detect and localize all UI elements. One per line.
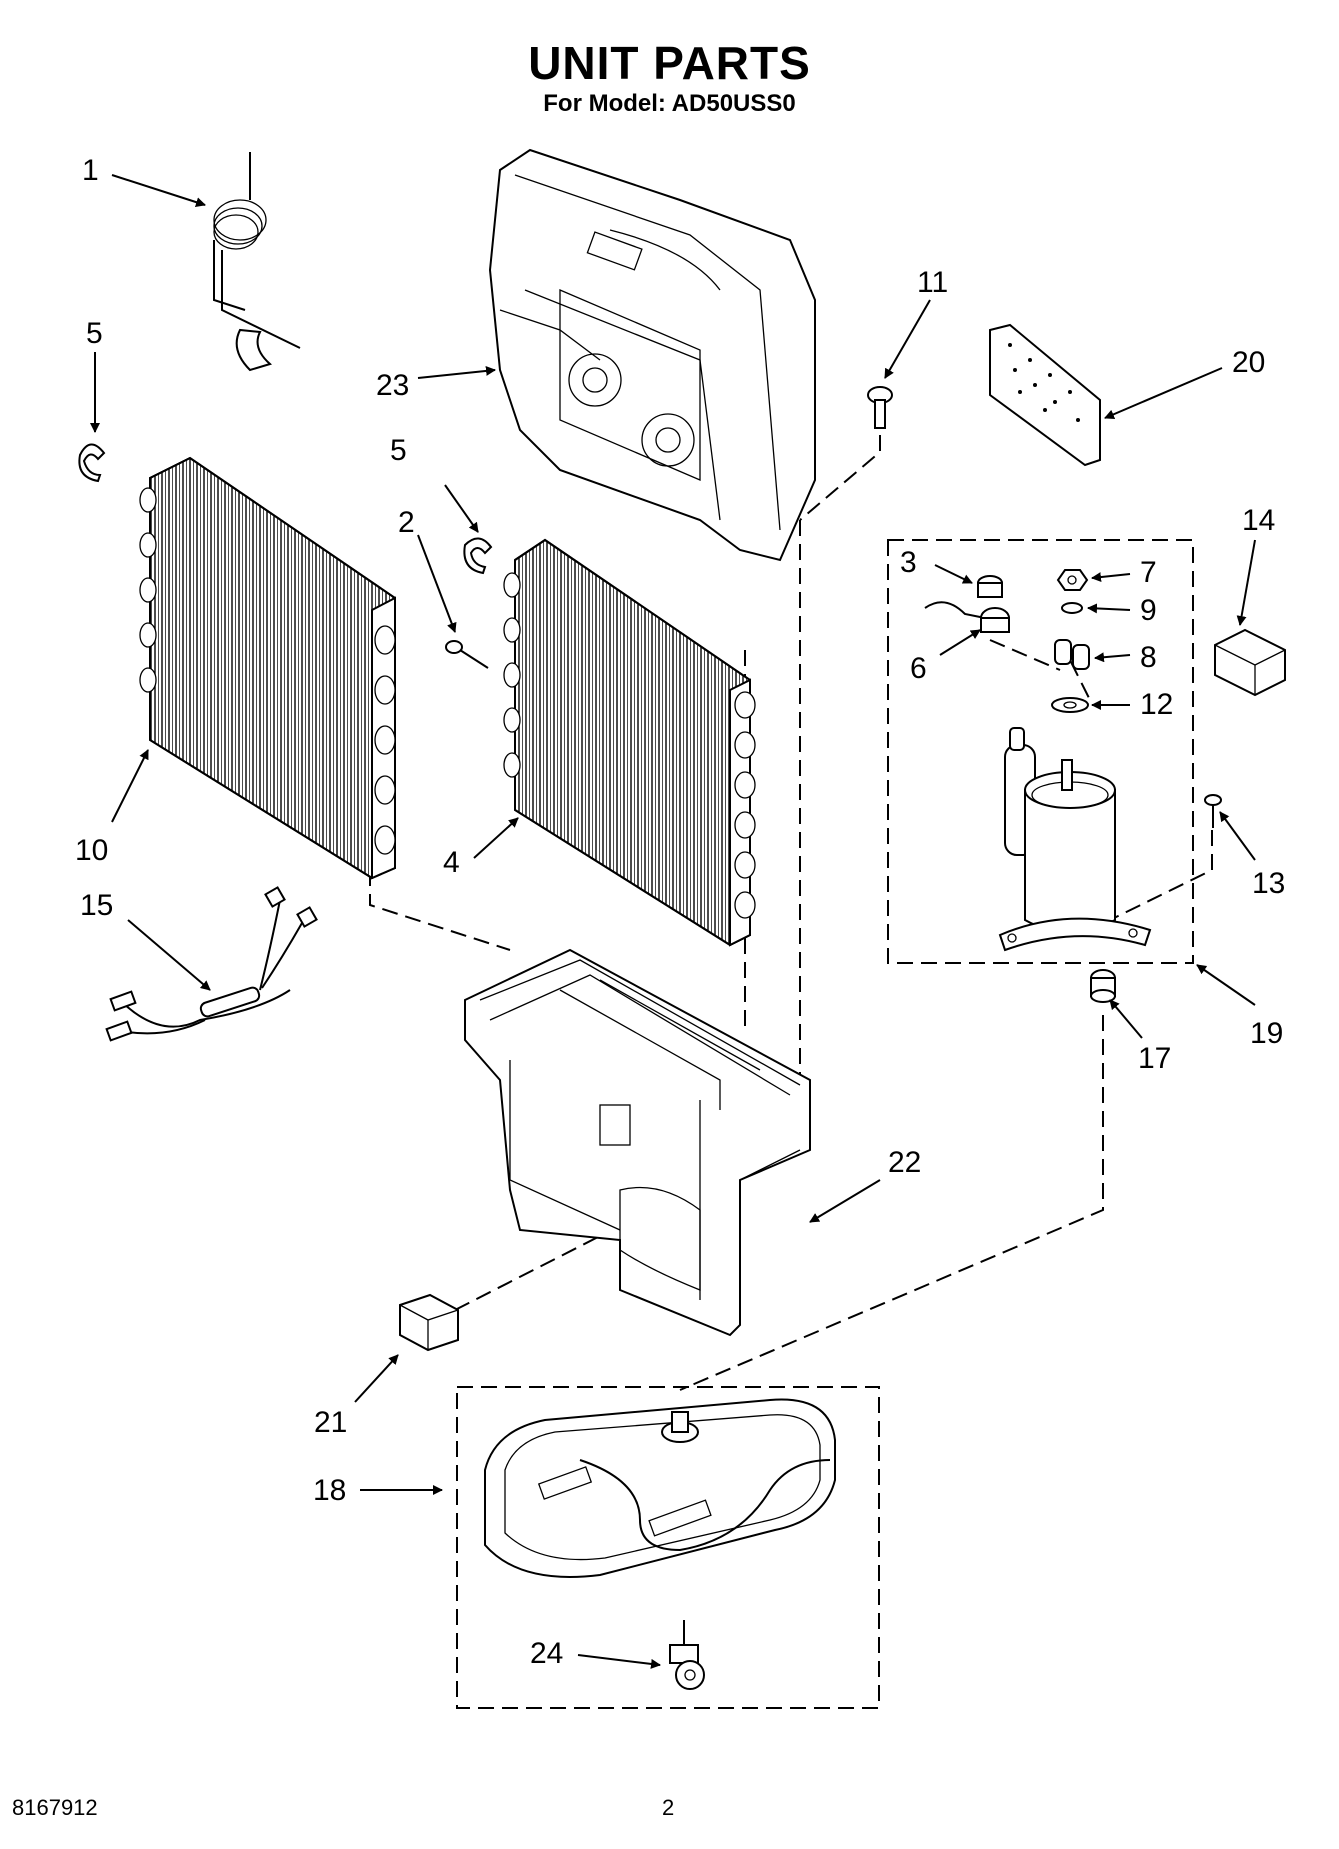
part-20-control-board xyxy=(989,323,1101,467)
callout-15: 15 xyxy=(80,889,113,922)
page-title: UNIT PARTS xyxy=(528,37,811,89)
part-5-hose-clip-left xyxy=(78,443,106,483)
part-22-base-chassis xyxy=(464,948,811,1337)
part-2-screw xyxy=(445,640,489,669)
part-17-grommet xyxy=(1090,969,1116,1003)
part-6-overload-protector xyxy=(924,601,1010,633)
part-12-washer xyxy=(1051,697,1089,713)
callout-labels: 1 2 3 4 5 5 6 7 8 9 10 11 12 13 14 15 17… xyxy=(75,154,1285,1670)
part-24-caster xyxy=(669,1620,705,1690)
document-number: 8167912 xyxy=(12,1795,98,1820)
part-4-evaporator-coil xyxy=(503,538,756,947)
callout-22: 22 xyxy=(888,1146,921,1179)
callout-19: 19 xyxy=(1250,1017,1283,1050)
callout-18: 18 xyxy=(313,1474,346,1507)
part-23-fan-housing xyxy=(488,148,816,562)
part-7-nut xyxy=(1056,569,1089,591)
part-19-compressor xyxy=(998,727,1152,952)
callout-8: 8 xyxy=(1140,641,1157,674)
callout-5-left: 5 xyxy=(86,317,103,350)
part-1-capillary-tube xyxy=(213,152,301,372)
part-5-hose-clip-center xyxy=(463,537,493,575)
callout-24: 24 xyxy=(530,1637,563,1670)
callout-2: 2 xyxy=(398,506,415,539)
callout-23: 23 xyxy=(376,369,409,402)
callout-3: 3 xyxy=(900,546,917,579)
page-number: 2 xyxy=(662,1795,675,1820)
callout-13: 13 xyxy=(1252,867,1285,900)
callout-21: 21 xyxy=(314,1406,347,1439)
part-11-screw xyxy=(867,386,893,429)
model-subtitle: For Model: AD50USS0 xyxy=(543,90,796,117)
callout-9: 9 xyxy=(1140,594,1157,627)
part-10-condenser-coil xyxy=(139,456,396,880)
callout-20: 20 xyxy=(1232,346,1265,379)
part-21-switch xyxy=(399,1293,459,1352)
part-8-grommet xyxy=(1054,639,1090,670)
callout-14: 14 xyxy=(1242,504,1275,537)
part-3-terminal-cover xyxy=(977,575,1003,598)
part-9-washer xyxy=(1061,602,1083,614)
part-14-capacitor xyxy=(1214,628,1286,697)
part-18-bottom-tray xyxy=(484,1398,836,1578)
callout-6: 6 xyxy=(910,652,927,685)
callout-5-center: 5 xyxy=(390,434,407,467)
callout-17: 17 xyxy=(1138,1042,1171,1075)
part-13-screw xyxy=(1204,794,1222,828)
part-15-wire-harness xyxy=(105,886,318,1042)
callout-leaders xyxy=(90,174,1256,1669)
callout-7: 7 xyxy=(1140,556,1157,589)
callout-1: 1 xyxy=(82,154,99,187)
callout-12: 12 xyxy=(1140,688,1173,721)
callout-4: 4 xyxy=(443,846,460,879)
callout-10: 10 xyxy=(75,834,108,867)
callout-11: 11 xyxy=(917,266,948,299)
